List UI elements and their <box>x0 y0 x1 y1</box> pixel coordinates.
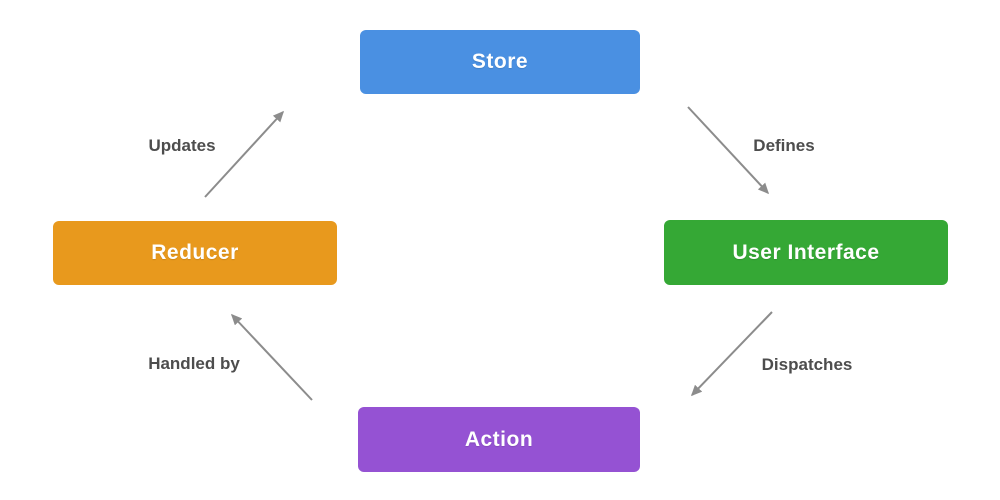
edge-label-updates: Updates <box>148 136 216 155</box>
node-action-label: Action <box>464 427 534 451</box>
edge-label-dispatches: Dispatches <box>761 355 853 374</box>
edge-label-defines: Defines <box>753 136 815 155</box>
node-store: Store <box>360 30 640 94</box>
arrow-dispatches <box>690 311 773 397</box>
node-reducer: Reducer <box>53 221 337 285</box>
node-reducer-label: Reducer <box>151 241 239 264</box>
node-store-label: Store <box>471 50 529 73</box>
node-user-interface-label: User Interface <box>732 240 880 264</box>
node-user-interface: User Interface <box>664 220 948 285</box>
node-action: Action <box>358 407 640 472</box>
arrow-handled-by <box>230 313 313 401</box>
edge-label-handled-by: Handled by <box>148 354 240 373</box>
arrow-updates <box>204 110 285 198</box>
